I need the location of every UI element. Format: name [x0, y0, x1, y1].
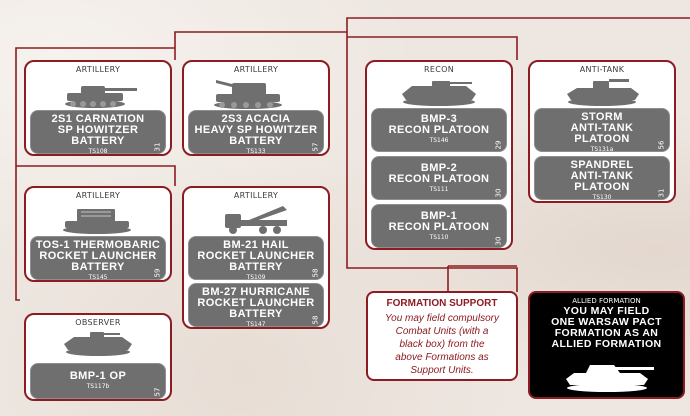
unit-name-line: BATTERY — [229, 261, 283, 273]
unit-name-line: HEAVY SP HOWITZER — [194, 124, 318, 136]
unit-points: 30 — [494, 236, 503, 246]
category-label: ARTILLERY — [75, 65, 121, 74]
unit-name-line: 2S3 ACACIA — [221, 113, 291, 125]
unit-slot[interactable]: BMP-1 OP TS117b 57 — [30, 363, 166, 399]
category-label: ARTILLERY — [75, 191, 121, 200]
unit-name-line: BMP-2 — [420, 162, 458, 174]
unit-name-line: 2S1 CARNATION — [51, 113, 145, 125]
atgm-vehicle-icon — [530, 76, 674, 108]
unit-code: TS147 — [246, 321, 266, 328]
unit-name-line: BATTERY — [229, 135, 283, 147]
category-label: ARTILLERY — [233, 65, 279, 74]
unit-points: 31 — [153, 142, 162, 152]
support-text-line: above Formations as — [395, 352, 489, 363]
unit-points: 29 — [494, 140, 503, 150]
unit-name-line: BATTERY — [229, 308, 283, 320]
unit-name-line: BM-27 HURRICANE — [201, 286, 311, 298]
unit-points: 57 — [153, 387, 162, 397]
unit-name-line: BMP-3 — [420, 113, 458, 125]
allied-formation-box: ALLIED FORMATION YOU MAY FIELD ONE WARSA… — [528, 291, 685, 399]
unit-points: 31 — [657, 188, 666, 198]
allied-title: ALLIED FORMATION — [572, 297, 641, 305]
unit-name-line: RECON PLATOON — [388, 173, 490, 185]
unit-name-line: PLATOON — [574, 181, 630, 193]
allied-text-line: YOU MAY FIELD — [563, 305, 650, 317]
support-text-line: You may field compulsory — [385, 313, 499, 324]
unit-points: 30 — [494, 188, 503, 198]
ifv-vehicle-icon — [367, 76, 511, 108]
unit-points: 58 — [311, 315, 320, 325]
unit-points: 57 — [311, 142, 320, 152]
howitzer-vehicle-icon — [26, 76, 170, 110]
unit-code: TS130 — [592, 194, 612, 201]
unit-name-line: ROCKET LAUNCHER — [197, 297, 315, 309]
unit-points: 56 — [657, 140, 666, 150]
unit-name-line: ROCKET LAUNCHER — [197, 250, 315, 262]
unit-code: TS108 — [88, 148, 108, 155]
unit-name-line: BATTERY — [71, 261, 125, 273]
rocket-launcher-tank-icon — [26, 201, 170, 235]
observer-vehicle-icon — [26, 328, 170, 358]
unit-name-line: ANTI-TANK — [570, 170, 634, 182]
allied-text-line: ONE WARSAW PACT — [551, 316, 662, 328]
unit-code: TS109 — [246, 274, 266, 281]
unit-points: 59 — [153, 268, 162, 278]
unit-name-line: ROCKET LAUNCHER — [39, 250, 157, 262]
tank-icon — [530, 355, 683, 395]
support-text-line: Support Units. — [410, 365, 474, 376]
unit-code: TS111 — [429, 186, 449, 193]
unit-code: TS110 — [429, 234, 449, 241]
unit-name-line: BMP-1 OP — [69, 370, 127, 382]
unit-name-line: SP HOWITZER — [57, 124, 139, 136]
unit-name-line: RECON PLATOON — [388, 221, 490, 233]
category-label: OBSERVER — [75, 318, 121, 327]
card-observer: OBSERVER BMP-1 OP TS117b 57 — [24, 313, 172, 401]
heavy-howitzer-vehicle-icon — [184, 74, 328, 110]
unit-name-line: RECON PLATOON — [388, 124, 490, 136]
unit-name-line: ANTI-TANK — [570, 122, 634, 134]
unit-code: TS131a — [590, 146, 614, 153]
unit-points: 58 — [311, 268, 320, 278]
unit-code: TS146 — [429, 137, 449, 144]
rocket-truck-icon — [184, 200, 328, 236]
allied-text-line: ALLIED FORMATION — [551, 338, 662, 350]
unit-code: TS117b — [86, 383, 110, 390]
allied-text-line: FORMATION AS AN — [554, 327, 659, 339]
unit-name-line: BATTERY — [71, 135, 125, 147]
unit-code: TS145 — [88, 274, 108, 281]
support-title: FORMATION SUPPORT — [386, 298, 498, 309]
support-text-line: black box) from the — [399, 339, 485, 350]
unit-name-line: BMP-1 — [420, 210, 458, 222]
category-label: ANTI-TANK — [579, 65, 625, 74]
unit-name-line: TOS-1 THERMOBARIC — [35, 239, 161, 251]
support-text-line: Combat Units (with a — [395, 326, 489, 337]
category-label: RECON — [424, 65, 454, 74]
unit-name-line: SPANDREL — [570, 159, 634, 171]
unit-code: TS133 — [246, 148, 266, 155]
unit-name-line: PLATOON — [574, 133, 630, 145]
category-label: ARTILLERY — [233, 191, 279, 200]
unit-name-line: STORM — [581, 111, 623, 123]
formation-support-box: FORMATION SUPPORT You may field compulso… — [366, 291, 518, 381]
unit-name-line: BM-21 HAIL — [223, 239, 289, 251]
